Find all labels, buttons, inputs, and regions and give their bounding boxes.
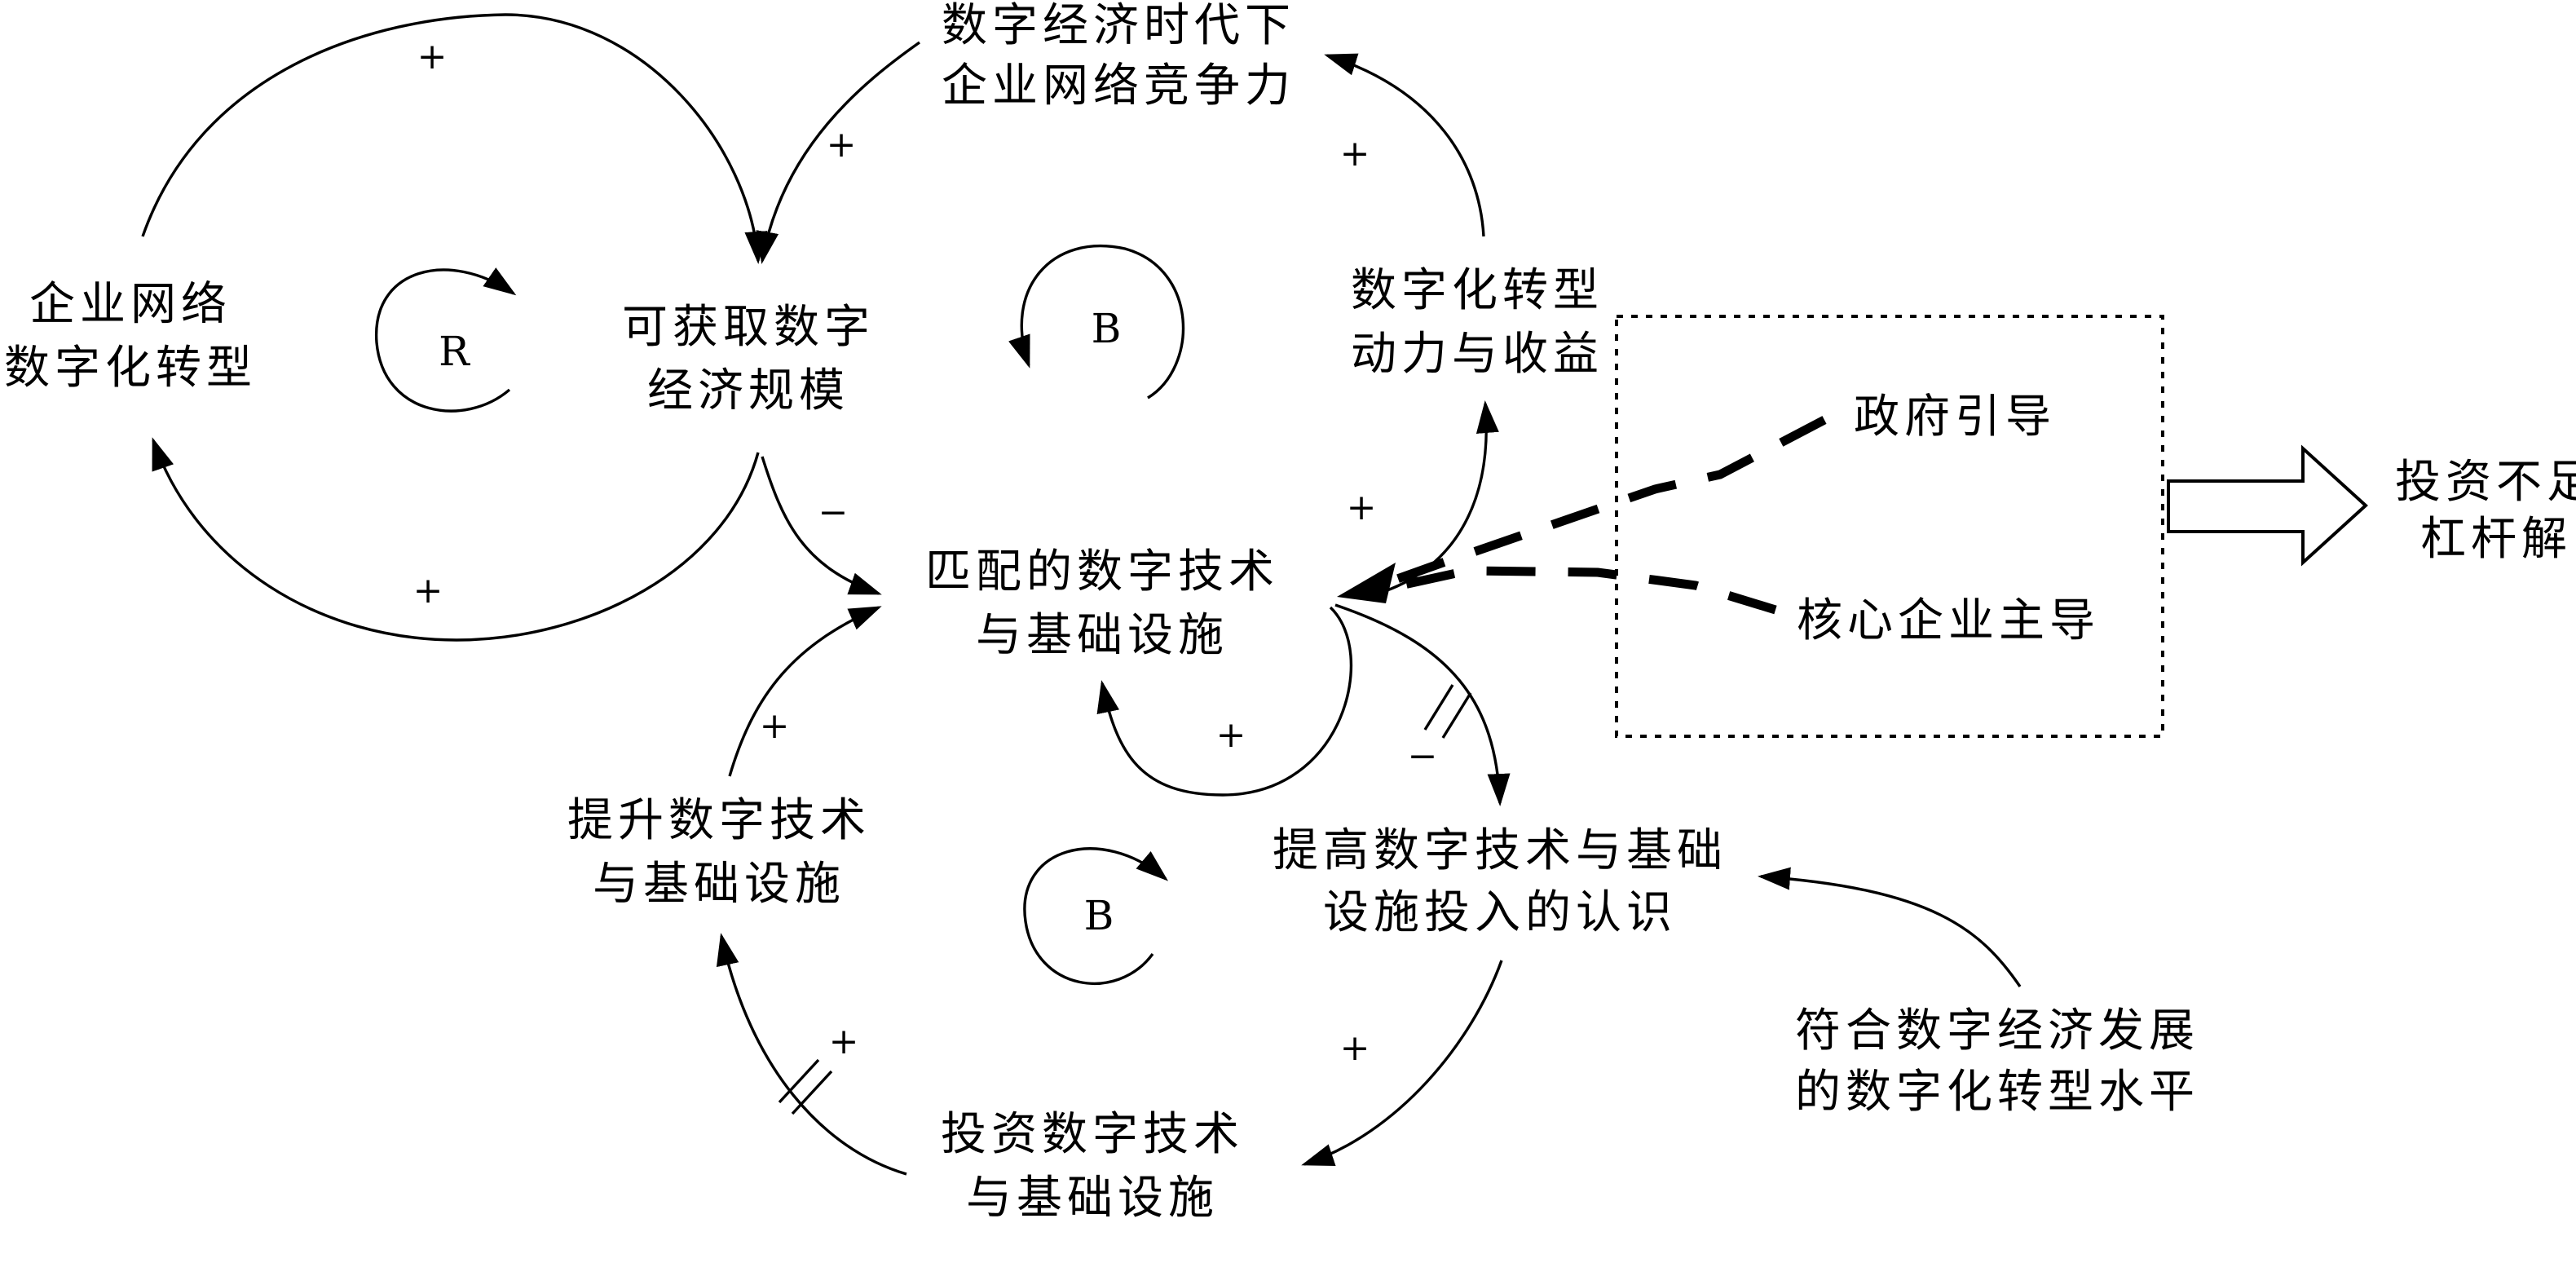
node-network-competitiveness: 数字经济时代下 企业网络竞争力 — [942, 0, 1295, 113]
node-label: 核心企业主导 — [1797, 594, 2100, 647]
node-label-line1: 提升数字技术 — [567, 794, 871, 847]
node-label-line1: 数字经济时代下 — [942, 0, 1295, 52]
node-leverage-solution: 投资不足 杠杆解 — [2395, 456, 2576, 566]
node-label-line2: 动力与收益 — [1351, 328, 1603, 381]
link-awareness-to-invest — [1301, 960, 1503, 1166]
node-label: 政府引导 — [1854, 391, 2056, 444]
polarity-plus: + — [760, 705, 790, 747]
node-label-line1: 符合数字经济发展 — [1795, 1004, 2199, 1057]
node-core-enterprise-led: 核心企业主导 — [1797, 594, 2100, 647]
polarity-plus: + — [1340, 1027, 1370, 1069]
loop-balancing-upper: B — [1008, 244, 1185, 400]
polarity-plus: + — [413, 570, 443, 612]
link-core-to-matched — [1384, 566, 1777, 615]
link-invest-to-improve — [716, 933, 907, 1176]
polarity-plus: + — [1216, 714, 1246, 756]
node-label-line1: 提高数字技术与基础 — [1273, 824, 1727, 877]
node-label-line1: 数字化转型 — [1351, 264, 1603, 317]
node-digitalization-level: 符合数字经济发展 的数字化转型水平 — [1795, 1004, 2199, 1119]
link-improve-to-matched — [728, 606, 882, 777]
link-competitiveness-to-scale — [756, 41, 920, 264]
polarity-plus: + — [1347, 487, 1377, 528]
polarity-plus: + — [1340, 133, 1370, 174]
loop-label-b: B — [1092, 305, 1122, 352]
polarity-minus: − — [818, 492, 849, 533]
node-transformation-motivation-benefit: 数字化转型 动力与收益 — [1351, 264, 1603, 381]
node-matched-tech-infrastructure: 匹配的数字技术 与基础设施 — [925, 545, 1279, 662]
link-motivation-to-competitiveness — [1324, 53, 1485, 237]
node-label-line1: 投资不足 — [2395, 456, 2576, 509]
node-label-line2: 与基础设施 — [976, 609, 1228, 662]
hollow-arrow-to-leverage — [2167, 444, 2368, 567]
node-label-line1: 可获取数字 — [622, 301, 875, 354]
node-label-line1: 匹配的数字技术 — [925, 545, 1279, 598]
link-scale-to-digitalization — [152, 437, 760, 642]
node-label-line2: 经济规模 — [647, 364, 849, 417]
link-matched-to-awareness — [1334, 603, 1511, 806]
link-matched-self-loop — [1096, 606, 1353, 797]
delay-mark-invest-improve — [778, 1058, 833, 1115]
link-scale-to-matched — [761, 456, 882, 595]
node-label-line1: 投资数字技术 — [941, 1108, 1244, 1161]
polarity-plus: + — [829, 1021, 859, 1062]
leverage-intervention-box — [1615, 315, 2164, 738]
node-label-line2: 杠杆解 — [2420, 513, 2572, 566]
node-invest-tech-infrastructure: 投资数字技术 与基础设施 — [941, 1108, 1244, 1225]
intervention-arrowhead — [1337, 563, 1396, 603]
node-label-line1: 企业网络 — [29, 278, 232, 331]
link-digitalization-to-scale — [141, 13, 768, 264]
node-label-line2: 与基础设施 — [593, 858, 845, 911]
node-government-guidance: 政府引导 — [1854, 391, 2056, 444]
node-enterprise-network-digitalization: 企业网络 数字化转型 — [4, 278, 257, 395]
link-government-to-matched — [1384, 416, 1827, 588]
node-label-line2: 企业网络竞争力 — [942, 60, 1295, 113]
node-improve-tech-infrastructure: 提升数字技术 与基础设施 — [567, 794, 871, 911]
polarity-plus: + — [827, 124, 857, 166]
polarity-minus: − — [1408, 735, 1438, 777]
loop-label-r: R — [439, 328, 470, 375]
loop-label-b: B — [1084, 892, 1114, 939]
node-label-line2: 与基础设施 — [966, 1172, 1219, 1225]
node-label-line2: 设施投入的认识 — [1323, 886, 1677, 939]
loop-balancing-lower: B — [1023, 847, 1169, 986]
polarity-plus: + — [417, 36, 448, 77]
node-label-line2: 的数字化转型水平 — [1795, 1066, 2199, 1119]
delay-mark-matched-awareness — [1423, 684, 1472, 739]
loop-reinforcing: R — [375, 267, 517, 413]
link-level-to-awareness — [1758, 867, 2022, 987]
node-raise-investment-awareness: 提高数字技术与基础 设施投入的认识 — [1273, 824, 1727, 939]
link-matched-to-motivation — [1377, 400, 1499, 595]
node-label-line2: 数字化转型 — [4, 342, 257, 395]
node-obtainable-digital-economy-scale: 可获取数字 经济规模 — [622, 301, 875, 417]
